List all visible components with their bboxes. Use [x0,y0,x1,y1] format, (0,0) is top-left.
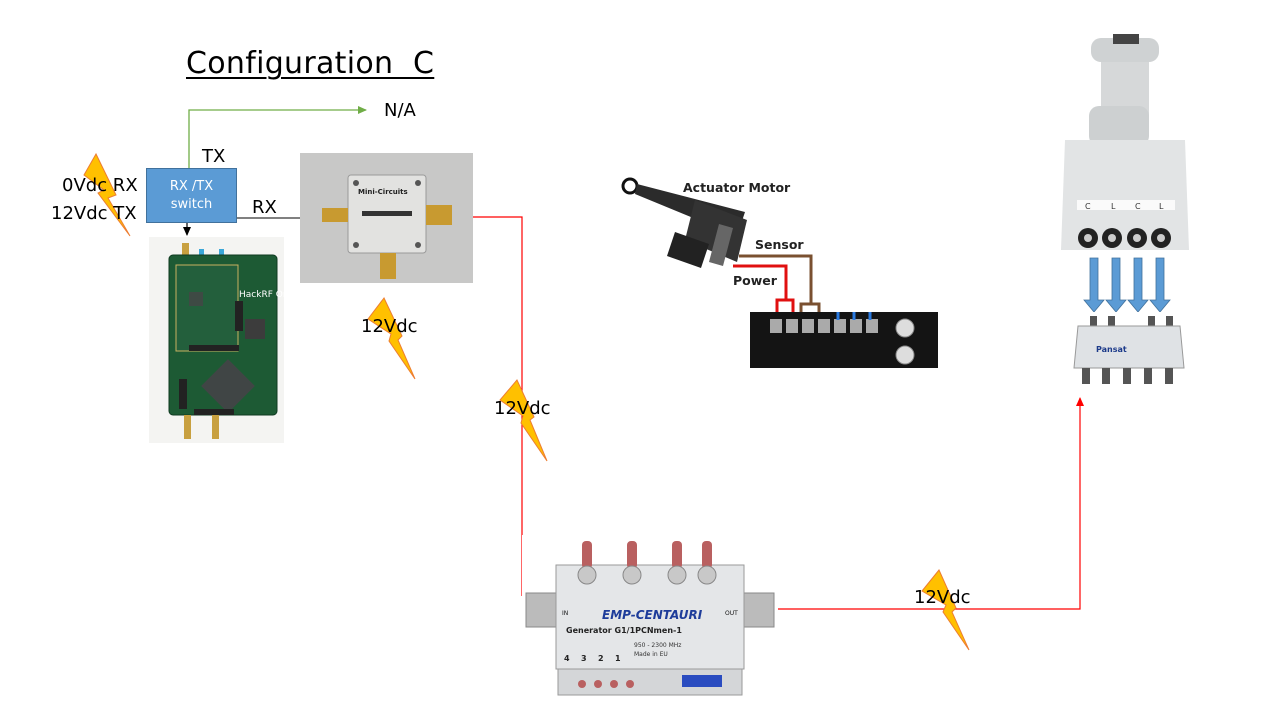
lnb-icon: C L C L [1061,34,1189,250]
switch-number: 1 [615,654,621,663]
diagram-title: Configuration C [186,46,435,81]
tx-label: TX [202,146,226,167]
multiswitch-image: Pansat [1068,312,1186,388]
switch-number: 2 [598,654,604,663]
down-arrow-icon [1127,257,1149,313]
diseqc-made: Made in EU [634,651,668,658]
biastee-brand: Mini-Circuits [358,188,408,196]
tx-line [188,106,367,168]
down-arrow-icon [1149,257,1171,313]
bias-tee-icon: Mini-Circuits [300,153,473,283]
lnb-port-label: C [1135,202,1141,211]
diseqc-switch-icon: EMP-CENTAURI Generator G1/1PCNmen-1 950 … [525,541,775,696]
lightning-bolt-icon [367,297,416,380]
diseqc-switch-image: EMP-CENTAURI Generator G1/1PCNmen-1 950 … [522,535,778,700]
dc-line-to-multiswitch [778,397,1084,610]
lightning-bolt-icon [921,569,970,651]
switch-number: 3 [581,654,587,663]
multiswitch-icon: Pansat [1073,316,1185,384]
diseqc-brand: EMP-CENTAURI [602,608,703,622]
switch-number: 4 [564,654,570,663]
rx-label: RX [252,197,277,218]
vdc-tx-label: 12Vdc TX [51,203,137,224]
power-label: Power [733,273,778,288]
quad-lnb-image: C L C L [1055,28,1195,260]
voltage-label-biastee: 12Vdc [361,316,418,337]
na-label: N/A [384,100,416,121]
dc-line-to-biastee [461,213,523,596]
multiswitch-brand: Pansat [1096,345,1127,354]
switch-label-line2: switch [170,196,213,212]
bias-tee-image: Mini-Circuits [300,153,473,283]
diseqc-out-label: OUT [725,610,738,617]
lnb-port-label: C [1085,202,1091,211]
actuator-motor-image: Actuator Motor Sensor Power [615,172,943,372]
lnb-port-label: L [1159,202,1164,211]
sensor-label: Sensor [755,237,804,252]
down-arrow-icon [1083,257,1105,313]
lnb-port-label: L [1111,202,1116,211]
rx-tx-switch: RX /TX switch [146,168,237,223]
voltage-label-feed: 12Vdc [494,398,551,419]
voltage-label-multiswitch: 12Vdc [914,587,971,608]
hackrf-board-icon: HackRF One [149,237,284,443]
hackrf-board-image: HackRF One [149,237,284,443]
actuator-title: Actuator Motor [683,180,791,195]
diseqc-freq: 950 - 2300 MHz [634,642,681,649]
diseqc-in-label: IN [562,610,568,617]
lightning-bolt-icon [499,379,548,462]
actuator-diagram-icon: Actuator Motor Sensor Power [621,177,938,368]
down-arrow-icon [1105,257,1127,313]
hackrf-brand: HackRF One [239,290,284,300]
switch-label-line1: RX /TX [169,178,214,194]
vdc-rx-label: 0Vdc RX [62,175,138,196]
diseqc-model: Generator G1/1PCNmen-1 [566,626,682,635]
lightning-bolt-icon [83,152,131,237]
